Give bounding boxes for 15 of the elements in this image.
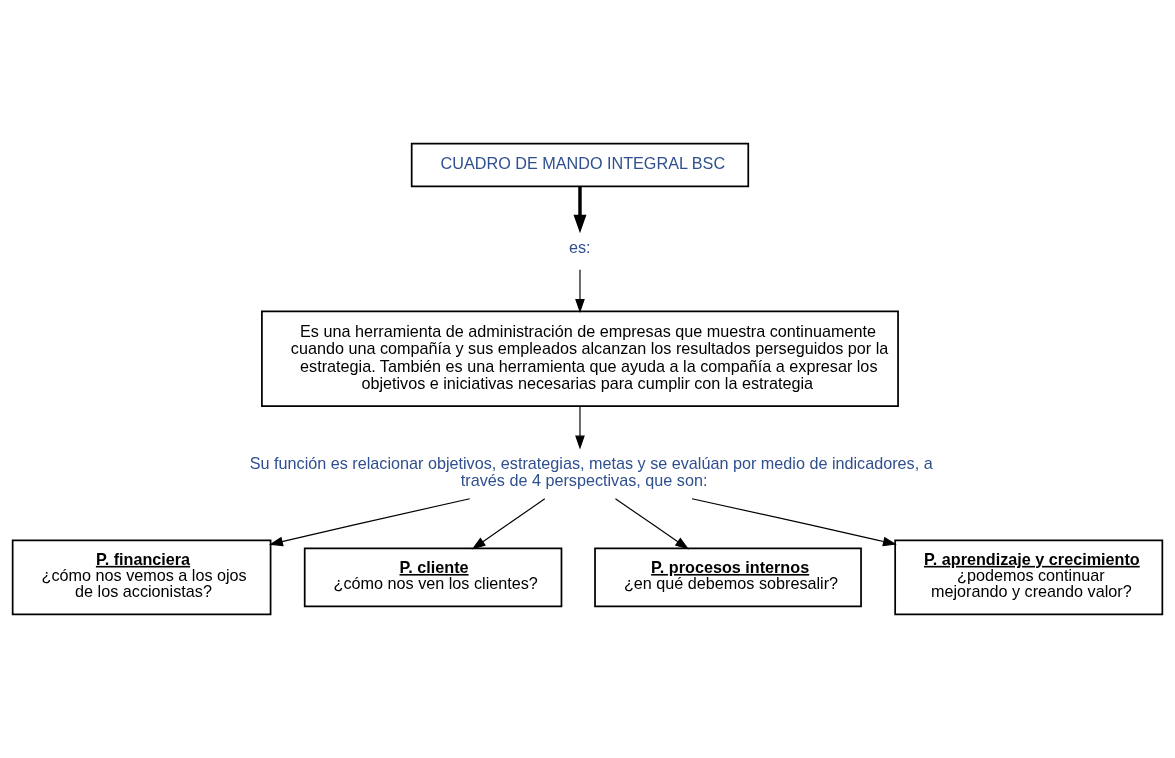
arrow: [614, 498, 690, 550]
node-text: es:: [568, 238, 591, 257]
arrow: [575, 269, 585, 313]
arrow: [691, 498, 897, 547]
node-box: P. financiera ¿cómo nos vemos a los ojos de los accionistas?: [11, 539, 272, 616]
arrow: [269, 498, 471, 547]
node-box: P. aprendizaje y crecimiento ¿podemos continuar mejorando y creando valor?: [894, 539, 1164, 616]
node-box: P. procesos internos ¿en qué debemos sobresalir?: [594, 547, 862, 608]
node-box: Es una herramienta de administración de empresas que muestra continuamente cuando una compañía y sus empleados alcanzan los resultados perseguidos por la estrategia. También es una herramienta que ayuda a la compañía a expresar los objetivos e iniciativas necesarias para cumplir con la estrategia: [261, 310, 899, 408]
arrow: [471, 498, 546, 550]
node-box: CUADRO DE MANDO INTEGRAL BSC: [410, 142, 750, 188]
node-box: P. cliente ¿cómo nos ven los clientes?: [303, 547, 563, 608]
arrow: [575, 405, 585, 450]
arrow: [573, 186, 587, 234]
node-text: Su función es relacionar objetivos, estrategias, metas y se evalúan por medio de indicadores, a través de 4 perspectivas, que son:: [249, 453, 933, 490]
